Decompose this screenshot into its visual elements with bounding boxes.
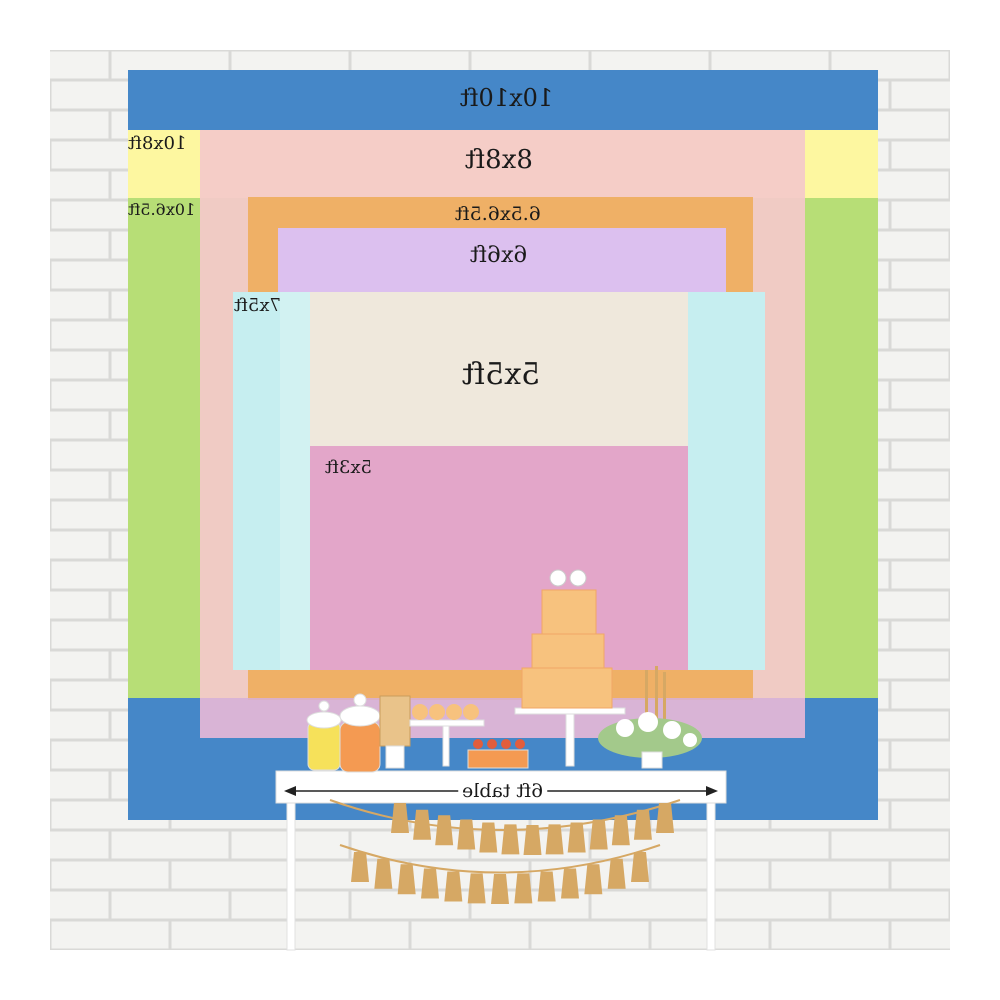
tassel	[501, 824, 520, 855]
straw-cup	[379, 695, 411, 769]
tassel	[479, 822, 498, 853]
tassel	[607, 858, 626, 889]
tassel	[421, 868, 439, 899]
tassel	[656, 803, 674, 833]
tassel	[611, 815, 630, 846]
tassel	[374, 858, 393, 889]
tassel	[435, 815, 454, 846]
tassel	[351, 852, 369, 882]
table-leg-right	[706, 789, 716, 951]
tassel	[413, 809, 432, 840]
tassel	[633, 809, 652, 840]
flower-centerpiece	[598, 666, 702, 769]
tassel	[457, 819, 476, 850]
tassel	[397, 864, 416, 895]
backdrop-8x8-bottom-band	[200, 698, 805, 738]
cake-pop-tray	[467, 739, 529, 769]
tassel	[391, 803, 409, 833]
tassel	[537, 871, 556, 902]
tiered-cake	[514, 569, 626, 767]
backdrop-5x3	[310, 446, 688, 670]
tassel	[444, 871, 463, 902]
tassel	[567, 822, 586, 853]
label-table: 6ft table	[458, 780, 548, 802]
tassel	[589, 819, 608, 850]
tassel	[545, 824, 564, 855]
backdrop-5x5	[310, 292, 688, 446]
tassel	[561, 868, 579, 899]
tassel	[514, 873, 533, 904]
backdrop-7x5-inner	[280, 292, 310, 670]
tassel	[467, 873, 486, 904]
tassel	[523, 825, 542, 855]
candy-jar-orange	[339, 693, 381, 773]
table-leg-left	[286, 789, 296, 951]
tassel-garland	[351, 803, 674, 904]
tassel	[631, 852, 649, 882]
tassel	[491, 874, 509, 904]
cupcake-stand	[409, 704, 485, 767]
candy-jar-yellow	[306, 700, 342, 771]
tassel	[584, 864, 603, 895]
